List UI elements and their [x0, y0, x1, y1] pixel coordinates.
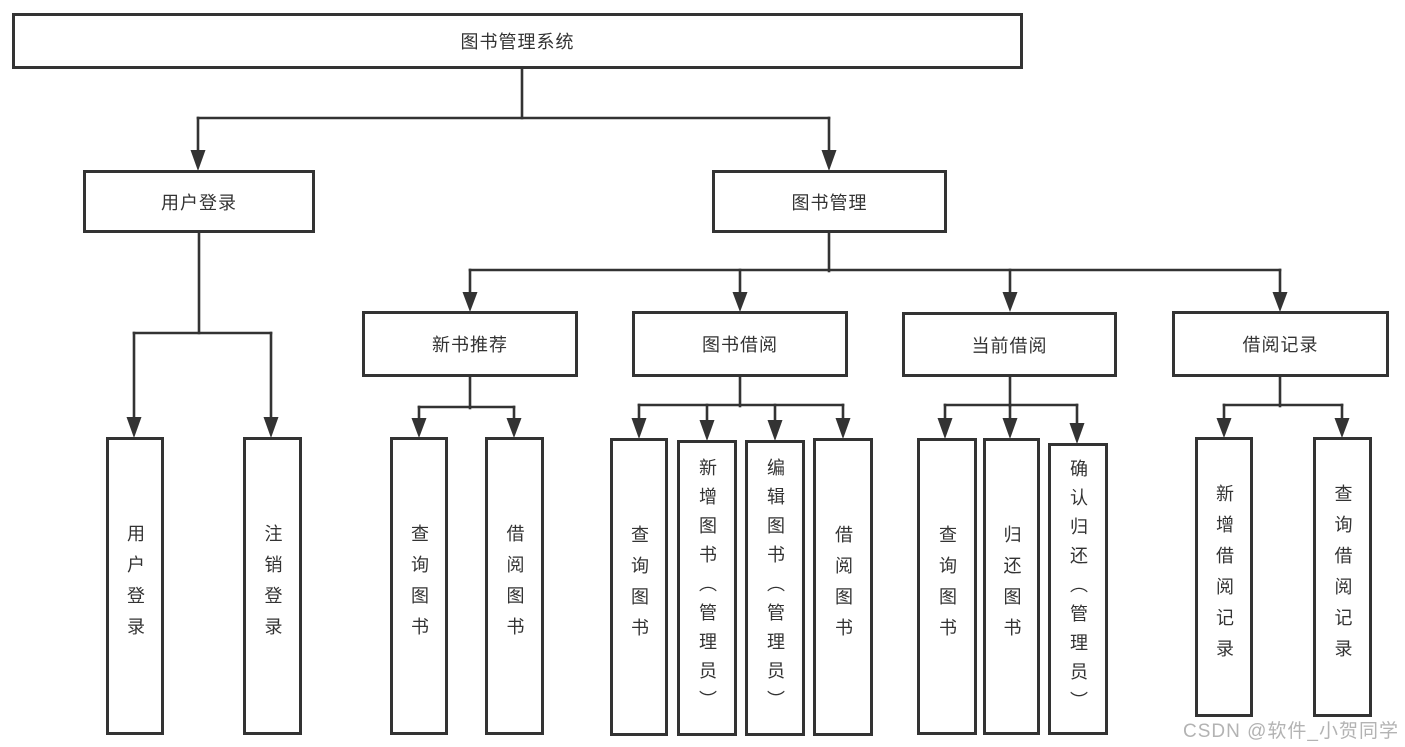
node-current-borrow: 当前借阅 — [902, 312, 1117, 377]
leaf-logout: 注销登录 — [243, 437, 302, 735]
leaf-borrow-book: 借阅图书 — [813, 438, 873, 736]
leaf-borrow-book: 借阅图书 — [485, 437, 544, 735]
node-book-management: 图书管理 — [712, 170, 947, 233]
leaf-edit-book-admin: 编辑图书（管理员） — [745, 440, 805, 736]
leaf-query-book: 查询图书 — [610, 438, 668, 736]
watermark: CSDN @软件_小贺同学 — [1183, 721, 1399, 742]
leaf-add-book-admin: 新增图书（管理员） — [677, 440, 737, 736]
node-borrow-records: 借阅记录 — [1172, 311, 1389, 377]
leaf-confirm-return-admin: 确认归还（管理员） — [1048, 443, 1108, 735]
leaf-user-login: 用户登录 — [106, 437, 164, 735]
leaf-add-borrow-record: 新增借阅记录 — [1195, 437, 1253, 717]
node-user-login: 用户登录 — [83, 170, 315, 233]
node-book-borrow: 图书借阅 — [632, 311, 848, 377]
leaf-query-borrow-record: 查询借阅记录 — [1313, 437, 1372, 717]
node-root-system: 图书管理系统 — [12, 13, 1023, 69]
leaf-query-book: 查询图书 — [917, 438, 977, 735]
node-new-book-recommend: 新书推荐 — [362, 311, 578, 377]
leaf-return-book: 归还图书 — [983, 438, 1040, 735]
leaf-query-book: 查询图书 — [390, 437, 448, 735]
